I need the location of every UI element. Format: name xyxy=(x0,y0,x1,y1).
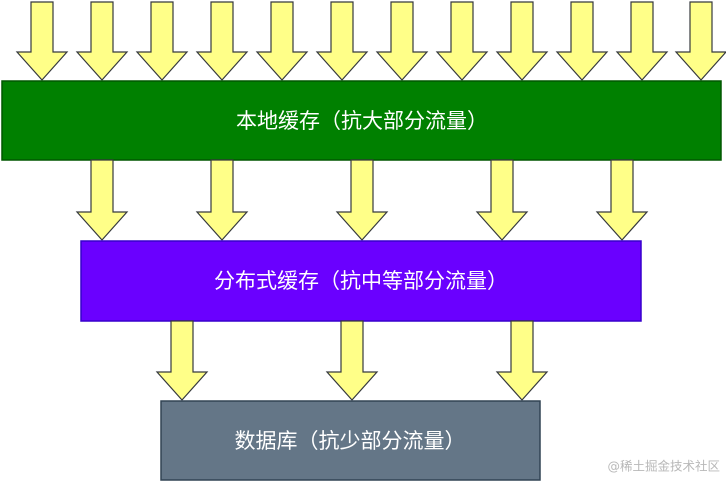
incoming-arrow-5 xyxy=(255,1,309,81)
incoming-arrow-10 xyxy=(555,1,609,81)
distributed-to-database-arrow-1 xyxy=(155,320,209,401)
incoming-arrow-9 xyxy=(495,1,549,81)
distributed-to-database-arrow-2 xyxy=(325,320,379,401)
incoming-arrow-1 xyxy=(15,1,69,81)
local-cache-label: 本地缓存（抗大部分流量） xyxy=(236,109,488,133)
incoming-arrow-8 xyxy=(435,1,489,81)
local-to-distributed-arrow-1 xyxy=(75,159,129,241)
distributed-to-database-arrows xyxy=(155,320,549,401)
incoming-arrow-11 xyxy=(615,1,669,81)
incoming-arrow-3 xyxy=(135,1,189,81)
distributed-cache-label: 分布式缓存（抗中等部分流量） xyxy=(214,269,508,293)
incoming-traffic-arrows xyxy=(15,1,726,81)
incoming-arrow-6 xyxy=(315,1,369,81)
distributed-cache-box xyxy=(80,240,642,322)
incoming-arrow-7 xyxy=(375,1,429,81)
incoming-arrow-4 xyxy=(195,1,249,81)
database-box xyxy=(160,400,541,481)
local-to-distributed-arrow-4 xyxy=(475,159,529,241)
local-to-distributed-arrow-2 xyxy=(195,159,249,241)
local-to-distributed-arrows xyxy=(75,159,649,241)
distributed-cache-layer: 分布式缓存（抗中等部分流量） xyxy=(80,240,642,322)
local-to-distributed-arrow-3 xyxy=(335,159,389,241)
distributed-to-database-arrow-3 xyxy=(495,320,549,401)
local-to-distributed-arrow-5 xyxy=(595,159,649,241)
database-label: 数据库（抗少部分流量） xyxy=(235,429,466,453)
local-cache-layer: 本地缓存（抗大部分流量） xyxy=(1,80,722,161)
incoming-arrow-12 xyxy=(674,1,726,81)
database-layer: 数据库（抗少部分流量） xyxy=(160,400,541,481)
watermark-text: @稀土掘金技术社区 xyxy=(607,459,720,474)
local-cache-box xyxy=(1,80,722,161)
incoming-arrow-2 xyxy=(75,1,129,81)
